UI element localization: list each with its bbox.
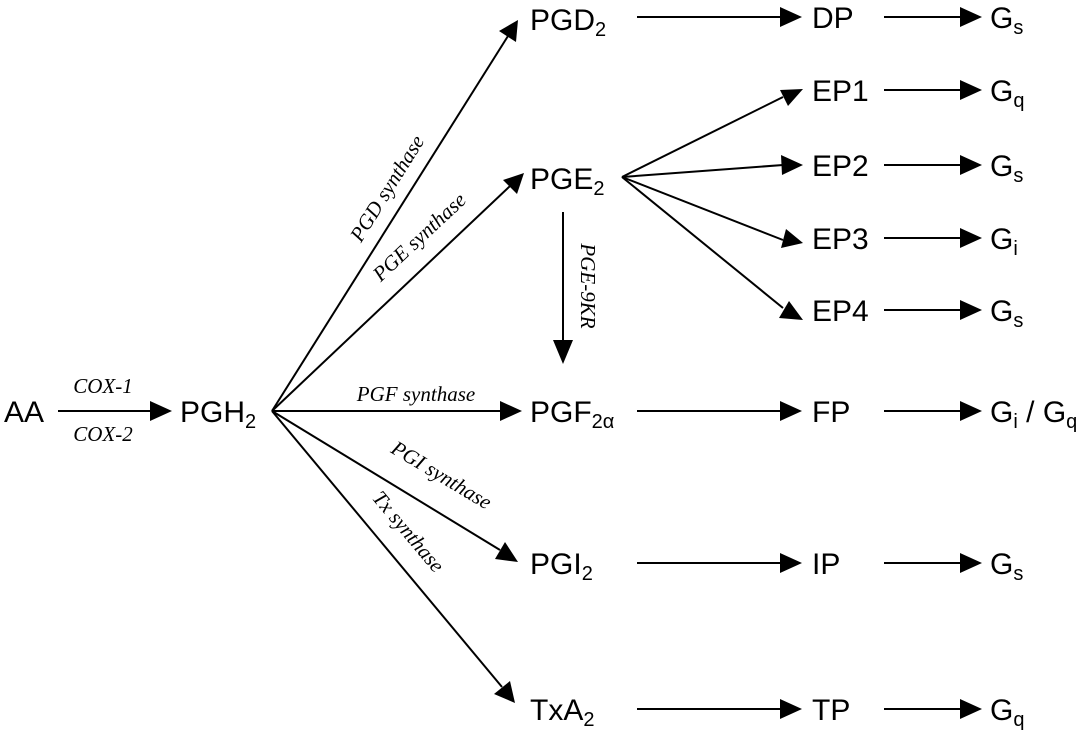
arrow-pgh2-to-pgi2 bbox=[271, 410, 501, 551]
node-txa2: TxA2 bbox=[530, 694, 594, 731]
node-pgf2a: PGF2α bbox=[530, 396, 614, 433]
node-pge2: PGE2 bbox=[530, 163, 604, 200]
enzyme-labels: COX-1 COX-2 PGD synthase PGE synthase PG… bbox=[73, 131, 600, 577]
node-aa: AA bbox=[4, 396, 44, 429]
arrowhead-ip-to-gs bbox=[960, 553, 982, 573]
gprotein-dp: Gs bbox=[990, 2, 1023, 39]
receptor-fp: FP bbox=[812, 396, 850, 429]
arrowhead-pge2-to-ep4 bbox=[779, 301, 803, 320]
gprotein-ep2: Gs bbox=[990, 150, 1023, 187]
arrowhead-ep4-to-gs bbox=[960, 300, 982, 320]
receptor-ep4: EP4 bbox=[812, 295, 869, 328]
gprotein-ep4: Gs bbox=[990, 295, 1023, 332]
receptor-dp: DP bbox=[812, 2, 854, 35]
arrowhead-pgh2-to-pgd2 bbox=[499, 20, 518, 42]
node-pgi2: PGI2 bbox=[530, 548, 593, 585]
gprotein-ep3: Gi bbox=[990, 223, 1018, 260]
nodes: AA PGH2 PGD2 PGE2 PGF2α PGI2 TxA2 DP EP1… bbox=[4, 2, 1077, 731]
arrowhead-dp-to-gs bbox=[960, 7, 982, 27]
receptor-ep3: EP3 bbox=[812, 223, 869, 256]
arrowhead-ep2-to-gs bbox=[960, 155, 982, 175]
arrowhead-pgd2-to-dp bbox=[780, 7, 802, 27]
gprotein-ip: Gs bbox=[990, 548, 1023, 585]
arrowhead-aa-to-pgh2 bbox=[150, 401, 172, 421]
arrowhead-ep1-to-gq bbox=[960, 80, 982, 100]
arrowhead-pgh2-to-pge2 bbox=[503, 173, 524, 194]
enzyme-tx-synthase: Tx synthase bbox=[367, 486, 449, 577]
node-pgh2: PGH2 bbox=[180, 396, 256, 433]
arrowhead-txa2-to-tp bbox=[780, 699, 802, 719]
arrowhead-pgf2a-to-fp bbox=[780, 401, 802, 421]
arrowhead-pge2-to-ep2 bbox=[781, 155, 803, 175]
receptor-tp: TP bbox=[812, 694, 850, 727]
gprotein-ep1: Gq bbox=[990, 75, 1024, 112]
enzyme-pgi-synthase: PGI synthase bbox=[386, 435, 496, 514]
edges bbox=[58, 16, 960, 710]
enzyme-cox1: COX-1 bbox=[73, 374, 133, 398]
arrowhead-fp-to-g bbox=[960, 401, 982, 421]
gprotein-fp: Gi / Gq bbox=[990, 396, 1077, 433]
arrowhead-pgh2-to-pgf2a bbox=[500, 401, 522, 421]
arrow-pge2-to-ep3 bbox=[621, 176, 784, 241]
arrow-pge2-to-ep2 bbox=[621, 164, 784, 178]
arrow-pge2-to-ep4 bbox=[621, 176, 784, 309]
node-pgd2: PGD2 bbox=[530, 4, 606, 41]
arrow-pge2-to-ep1 bbox=[621, 96, 784, 178]
enzyme-cox2: COX-2 bbox=[73, 422, 133, 446]
arrowhead-pge2-to-pgf2a bbox=[553, 340, 573, 364]
arrowheads bbox=[150, 7, 982, 719]
gprotein-tp: Gq bbox=[990, 694, 1024, 731]
arrowhead-pgh2-to-pgi2 bbox=[495, 542, 518, 562]
enzyme-pgf-synthase: PGF synthase bbox=[356, 382, 475, 406]
receptor-ep1: EP1 bbox=[812, 75, 869, 108]
arrowhead-pgh2-to-txa2 bbox=[494, 681, 515, 703]
arrowhead-ep3-to-gi bbox=[960, 228, 982, 248]
arrow-pgh2-to-pgd2 bbox=[271, 35, 509, 412]
arrow-pgh2-to-txa2 bbox=[271, 410, 503, 688]
enzyme-pge-9kr: PGE-9KR bbox=[576, 242, 600, 328]
arrow-pgh2-to-pge2 bbox=[271, 185, 511, 412]
arrowhead-pge2-to-ep3 bbox=[781, 229, 803, 248]
arrowhead-tp-to-gq bbox=[960, 699, 982, 719]
receptor-ep2: EP2 bbox=[812, 150, 869, 183]
arrowhead-pge2-to-ep1 bbox=[780, 89, 803, 106]
receptor-ip: IP bbox=[812, 548, 840, 581]
arrowhead-pgi2-to-ip bbox=[780, 553, 802, 573]
